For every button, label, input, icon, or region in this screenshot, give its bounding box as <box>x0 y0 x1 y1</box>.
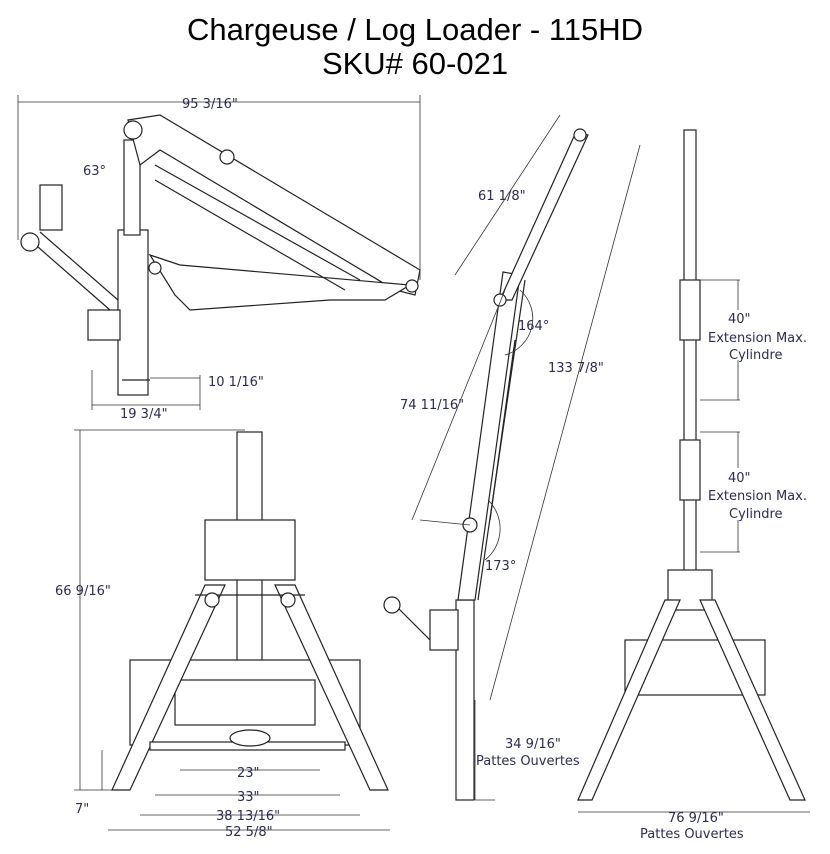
legs-open-width-label: 76 9/16" <box>668 811 724 826</box>
side-view: 95 3/16" 63° 10 1/16" 19 3/4" <box>17 95 421 422</box>
cyl2-label-line2: Cylindre <box>729 507 783 522</box>
reach-label: 133 7/8" <box>548 361 604 376</box>
cyl2-stroke-label: 40" <box>728 471 751 486</box>
extended-view: 40" Extension Max. Cylindre 40" Extensio… <box>577 129 810 842</box>
raised-view: 61 1/8" 164° 133 7/8" 74 11/16" 173° 34 … <box>383 114 641 801</box>
width-52-label: 52 5/8" <box>225 825 273 840</box>
width-38-label: 38 13/16" <box>216 809 280 824</box>
boom-angle-label: 63° <box>83 164 106 179</box>
ground-clearance-label: 7" <box>75 802 89 817</box>
cyl2-label-line1: Extension Max. <box>708 489 807 504</box>
legs-open-label: Pattes Ouvertes <box>476 754 580 769</box>
cyl1-label-line1: Extension Max. <box>708 331 807 346</box>
lower-boom-label: 74 11/16" <box>400 398 464 413</box>
legs-open-label: Pattes Ouvertes <box>640 827 744 842</box>
overall-length-label: 95 3/16" <box>182 97 238 112</box>
upper-angle-label: 164° <box>518 319 549 334</box>
base-depth-label: 19 3/4" <box>120 407 168 422</box>
cyl1-label-line2: Cylindre <box>729 348 783 363</box>
lower-angle-label: 173° <box>485 559 516 574</box>
title-line-1: Chargeuse / Log Loader - 115HD <box>186 12 644 47</box>
front-view: 66 9/16" 7" 23" 33" 38 13/16" 52 5/8" <box>55 429 390 840</box>
legs-open-width-label: 34 9/16" <box>505 737 561 752</box>
height-label: 66 9/16" <box>55 584 111 599</box>
upper-boom-label: 61 1/8" <box>478 189 526 204</box>
title-line-2-sku: SKU# 60-021 <box>321 46 509 81</box>
width-23-label: 23" <box>237 766 260 781</box>
mast-offset-label: 10 1/16" <box>208 375 264 390</box>
width-33-label: 33" <box>237 790 260 805</box>
cyl1-stroke-label: 40" <box>728 312 751 327</box>
